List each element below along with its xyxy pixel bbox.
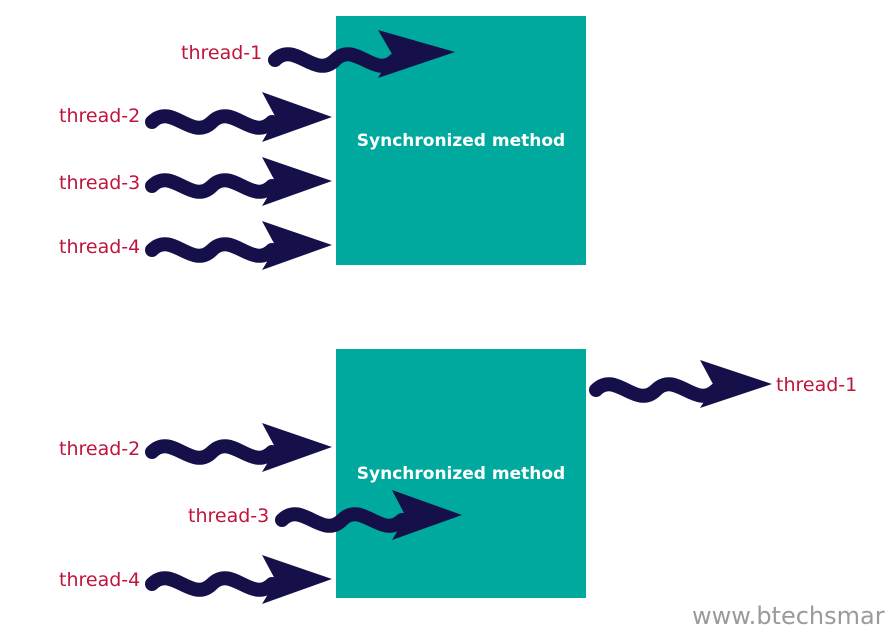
bottom-thread-4-label: thread-4	[59, 569, 141, 591]
bottom-synchronized-method-box: Synchronized method	[336, 349, 586, 598]
bottom-box-label: Synchronized method	[356, 463, 566, 484]
top-thread-4-arrow	[145, 221, 332, 270]
top-thread-3-label: thread-3	[59, 172, 141, 194]
bottom-thread-3-label: thread-3	[188, 505, 270, 527]
bottom-thread-2-arrow	[145, 423, 332, 472]
top-thread-2-arrow	[145, 92, 332, 142]
top-synchronized-method-box: Synchronized method	[336, 16, 586, 265]
bottom-thread-3-arrow	[275, 490, 462, 540]
top-thread-1-label: thread-1	[181, 42, 263, 64]
top-thread-1-arrow	[268, 30, 455, 78]
top-thread-3-arrow	[145, 157, 332, 206]
top-thread-2-label: thread-2	[59, 105, 141, 127]
top-thread-4-label: thread-4	[59, 236, 141, 258]
bottom-thread-1-arrow	[589, 360, 772, 408]
bottom-thread-1-label: thread-1	[776, 374, 858, 396]
bottom-thread-4-arrow	[145, 555, 332, 604]
watermark-text: www.btechsmar	[692, 602, 885, 630]
bottom-thread-2-label: thread-2	[59, 438, 141, 460]
top-box-label: Synchronized method	[356, 130, 566, 151]
